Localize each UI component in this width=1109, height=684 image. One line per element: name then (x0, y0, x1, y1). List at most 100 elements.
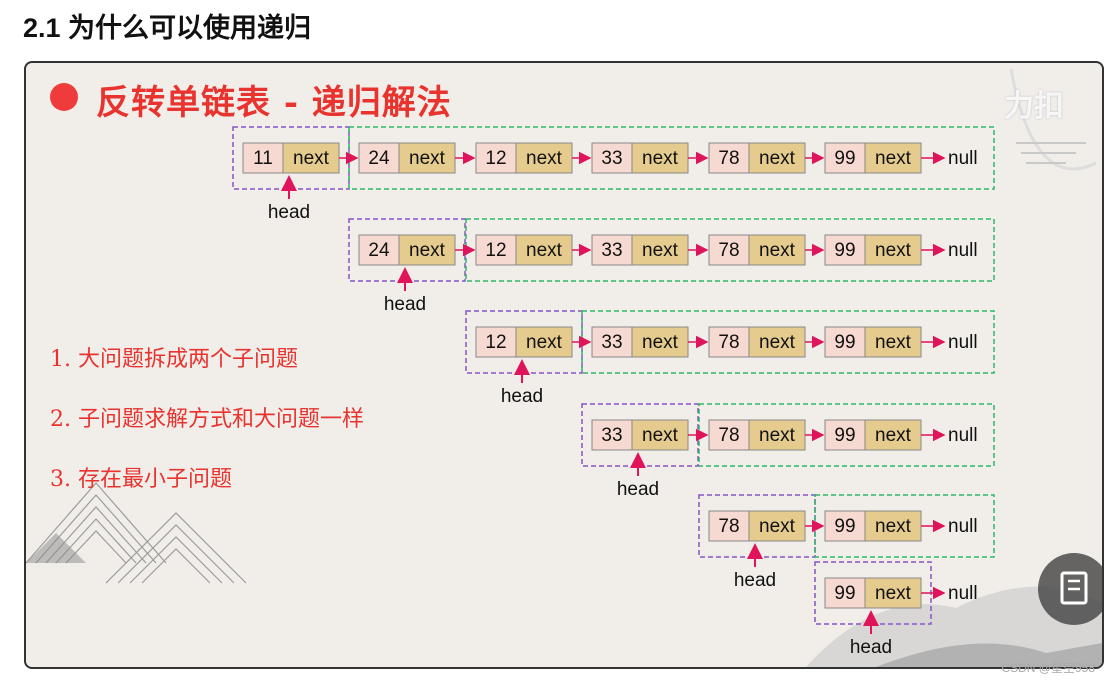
node-value: 99 (834, 148, 855, 169)
node-value: 12 (485, 148, 506, 169)
node-value-cell (242, 142, 284, 174)
node-next-label: next (875, 332, 912, 353)
node-next-cell (631, 142, 689, 174)
section-heading: 2.1 为什么可以使用递归 (23, 13, 312, 43)
node-next-cell (864, 419, 922, 451)
null-terminator: null (948, 425, 978, 446)
node-value-cell (824, 142, 866, 174)
node-next-label: next (875, 516, 912, 537)
node-value: 12 (485, 332, 506, 353)
node-value: 33 (601, 240, 622, 261)
node-next-label: next (759, 240, 796, 261)
node-next-cell (398, 234, 456, 266)
node-value-cell (475, 234, 517, 266)
node-next-cell (748, 510, 806, 542)
node-value-cell (824, 234, 866, 266)
node-next-cell (631, 234, 689, 266)
node-next-label: next (642, 332, 679, 353)
node-value-cell (824, 419, 866, 451)
node-value: 33 (601, 148, 622, 169)
note-item: 2. 子问题求解方式和大问题一样 (50, 407, 364, 432)
node-next-label: next (526, 148, 563, 169)
node-value: 99 (834, 240, 855, 261)
title-bullet (50, 83, 78, 111)
note-item: 3. 存在最小子问题 (50, 467, 232, 492)
node-next-label: next (409, 240, 446, 261)
node-next-label: next (759, 332, 796, 353)
node-value: 78 (718, 148, 739, 169)
node-value-cell (591, 419, 633, 451)
node-value: 78 (718, 332, 739, 353)
node-value-cell (824, 577, 866, 609)
node-next-label: next (409, 148, 446, 169)
node-next-label: next (875, 240, 912, 261)
node-value: 24 (368, 148, 390, 169)
null-terminator: null (948, 240, 978, 261)
node-next-label: next (875, 583, 912, 604)
sublist-group (348, 126, 995, 190)
node-next-label: next (293, 148, 330, 169)
head-label: head (734, 570, 776, 591)
node-value: 33 (601, 332, 622, 353)
node-next-label: next (526, 332, 563, 353)
node-value: 33 (601, 425, 622, 446)
node-value-cell (708, 419, 750, 451)
node-next-label: next (759, 516, 796, 537)
node-value: 99 (834, 583, 855, 604)
slide: 反转单链表 - 递归解法 力扣 1. 大问题拆成两个子问题 2. 子问题求解方式… (24, 61, 1104, 669)
read-mode-button[interactable] (1038, 553, 1102, 625)
footer-credit: CSDN @星空958 (1001, 661, 1095, 675)
node-value: 24 (368, 240, 390, 261)
node-next-cell (515, 326, 573, 358)
node-next-cell (864, 142, 922, 174)
head-label: head (268, 202, 310, 223)
node-value: 99 (834, 425, 855, 446)
note-item: 1. 大问题拆成两个子问题 (50, 347, 298, 372)
node-next-label: next (642, 240, 679, 261)
node-value: 78 (718, 425, 739, 446)
null-terminator: null (948, 148, 978, 169)
node-value-cell (708, 326, 750, 358)
node-value-cell (708, 234, 750, 266)
node-next-cell (515, 142, 573, 174)
head-label: head (850, 637, 892, 658)
node-next-cell (631, 419, 689, 451)
head-label: head (617, 479, 659, 500)
head-label: head (384, 294, 426, 315)
node-next-cell (748, 142, 806, 174)
node-next-cell (748, 234, 806, 266)
node-next-cell (748, 326, 806, 358)
node-value: 99 (834, 516, 855, 537)
node-next-label: next (759, 148, 796, 169)
node-next-label: next (759, 425, 796, 446)
node-next-label: next (642, 425, 679, 446)
node-next-label: next (526, 240, 563, 261)
node-next-label: next (875, 425, 912, 446)
null-terminator: null (948, 332, 978, 353)
slide-title: 反转单链表 - 递归解法 (96, 83, 452, 123)
leetcode-watermark: 力扣 (1004, 90, 1064, 123)
null-terminator: null (948, 516, 978, 537)
node-value-cell (591, 234, 633, 266)
node-value-cell (708, 142, 750, 174)
node-value-cell (475, 142, 517, 174)
node-value: 12 (485, 240, 506, 261)
node-value-cell (824, 510, 866, 542)
node-next-cell (515, 234, 573, 266)
node-value-cell (591, 326, 633, 358)
notes-list: 1. 大问题拆成两个子问题 2. 子问题求解方式和大问题一样 3. 存在最小子问… (50, 341, 364, 521)
null-terminator: null (948, 583, 978, 604)
node-value: 99 (834, 332, 855, 353)
node-next-label: next (875, 148, 912, 169)
node-value-cell (824, 326, 866, 358)
node-next-label: next (642, 148, 679, 169)
node-next-cell (748, 419, 806, 451)
node-value: 78 (718, 240, 739, 261)
book-icon (1060, 571, 1088, 605)
head-label: head (501, 386, 543, 407)
node-next-cell (398, 142, 456, 174)
node-value-cell (358, 234, 400, 266)
node-value: 78 (718, 516, 739, 537)
linked-list-diagram: 11 next 24 next 12 next 33 next 78 next 99 next null… (232, 126, 995, 658)
node-value: 11 (253, 148, 273, 169)
